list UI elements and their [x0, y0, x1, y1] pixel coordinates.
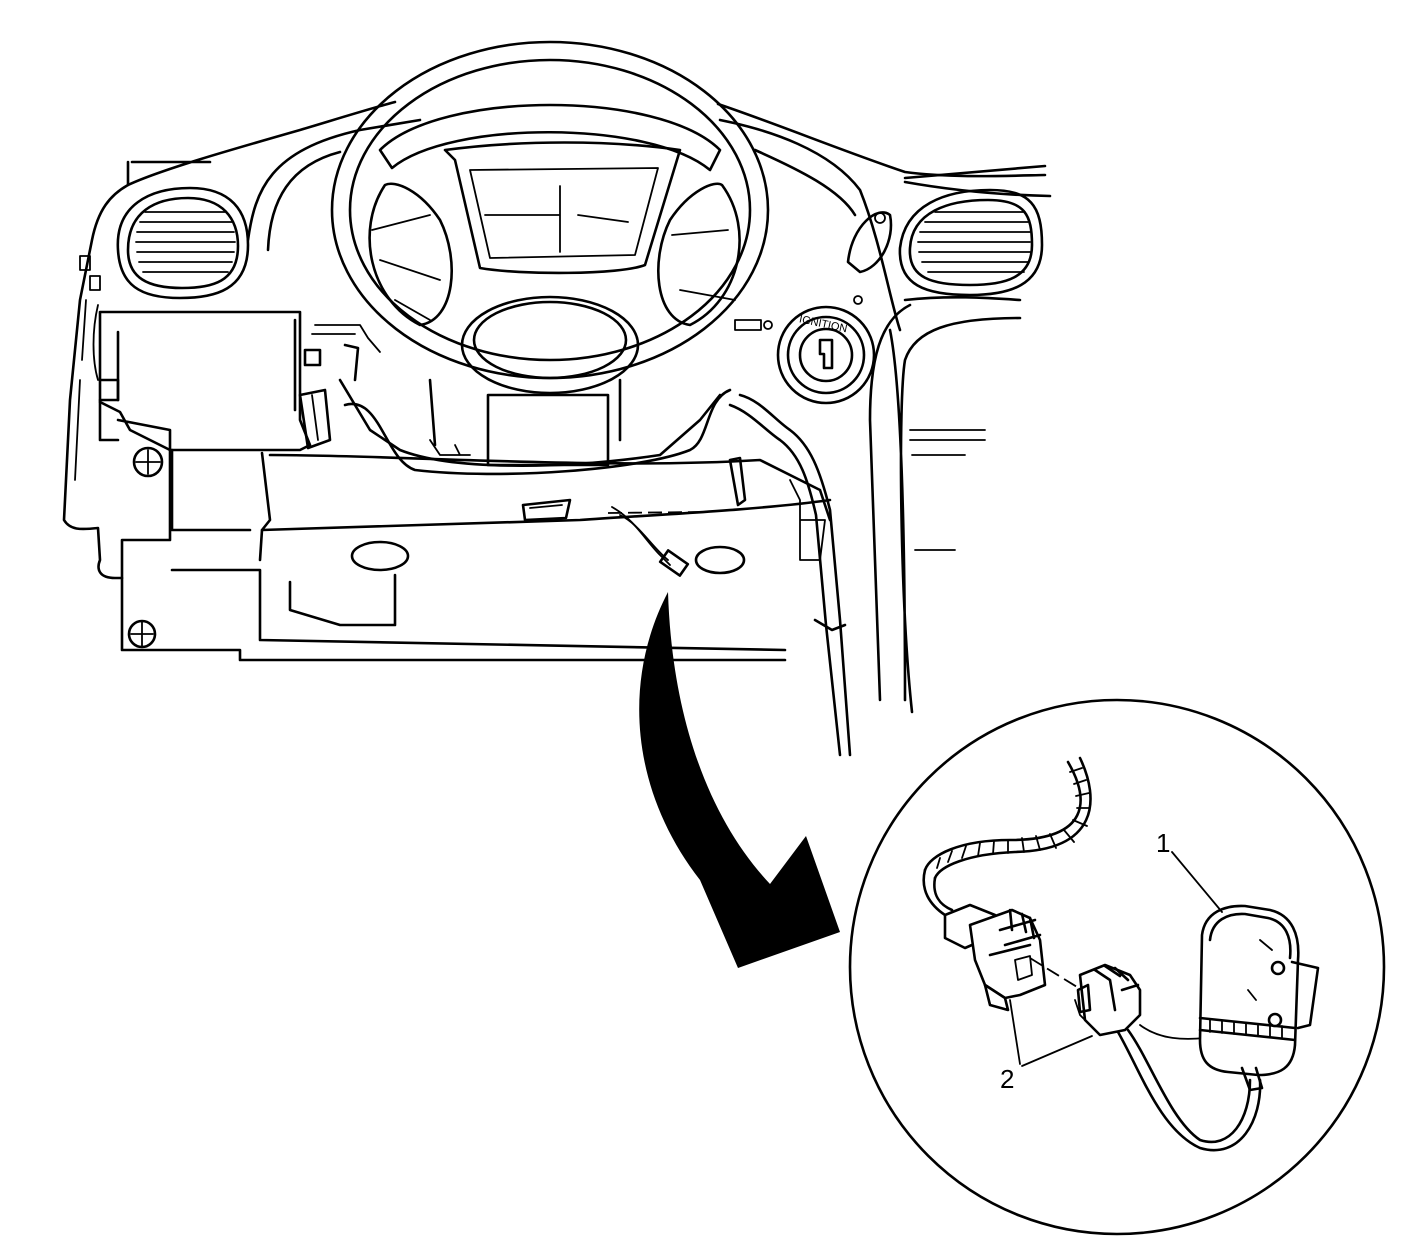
- mating-connector-icon: [1074, 963, 1142, 1037]
- dashboard-overview: IGNITION: [62, 40, 1052, 757]
- left-end-panel: [62, 183, 787, 662]
- leader-line-1: [1171, 851, 1223, 913]
- dash-top-contour: [126, 100, 1047, 187]
- arrow-icon: [639, 592, 840, 968]
- callout-2: 2: [1000, 1064, 1014, 1094]
- left-end-inner: [74, 299, 99, 481]
- detail-circle: [848, 698, 1386, 1236]
- lower-panel: [98, 310, 832, 652]
- ignition-switch-icon: IGNITION: [776, 305, 876, 405]
- left-air-vent: [116, 186, 250, 300]
- instrument-display: [443, 141, 682, 275]
- sensor-module-icon: [1198, 904, 1320, 1092]
- cluster-hood: [246, 118, 902, 332]
- connector-icon: [943, 903, 1047, 1012]
- cluster-inner-hood: [266, 148, 857, 252]
- wire-loom: [923, 756, 1092, 880]
- right-air-vent: [898, 188, 1044, 297]
- left-switch-1: [79, 255, 91, 271]
- callout-1: 1: [1156, 828, 1170, 858]
- left-switch-2: [89, 275, 101, 291]
- steering-wheel-icon: [330, 40, 770, 395]
- display-crosshair: [484, 185, 629, 253]
- wiring-harness: [611, 393, 852, 757]
- detail-view: 1 2: [848, 698, 1386, 1236]
- headlamp-switch: [846, 211, 893, 274]
- right-panel-lines: [909, 429, 986, 551]
- right-side-contour: [868, 295, 1022, 714]
- leader-line-2b: [1021, 1035, 1093, 1067]
- leader-line-2a: [1009, 999, 1021, 1065]
